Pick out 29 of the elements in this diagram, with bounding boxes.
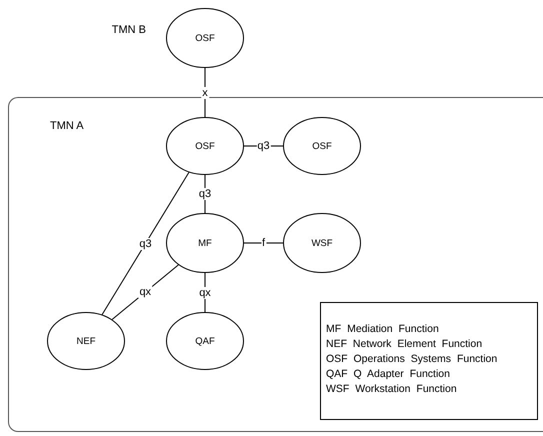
abbreviation-key bbox=[320, 302, 538, 420]
connector-line bbox=[204, 174, 206, 214]
connector-line bbox=[112, 264, 179, 320]
edge-label: q3 bbox=[138, 238, 153, 250]
key-entry: WSF Workstation Function bbox=[326, 382, 458, 397]
network-label: TMN A bbox=[50, 120, 84, 132]
connector-line bbox=[102, 172, 190, 316]
function-abbreviation: WSF bbox=[311, 238, 333, 248]
key-entry: MF Mediation Function bbox=[326, 322, 440, 337]
key-entry: QAF Q Adapter Function bbox=[326, 367, 451, 382]
function-abbreviation: OSF bbox=[195, 140, 215, 152]
network-boundary bbox=[8, 97, 543, 432]
edge-label: qx bbox=[138, 286, 152, 298]
edge-label: qx bbox=[198, 286, 212, 298]
key-entry: OSF Operations Systems Function bbox=[326, 352, 498, 367]
connector-line bbox=[244, 242, 284, 244]
connector-line bbox=[204, 272, 206, 312]
edge-label: x bbox=[201, 86, 209, 98]
key-entry: NEF Network Element Function bbox=[326, 337, 484, 352]
function-abbreviation: MF bbox=[198, 238, 212, 248]
function-abbreviation: OSF bbox=[312, 140, 332, 152]
function-abbreviation: QAF bbox=[195, 336, 215, 346]
function-abbreviation: NEF bbox=[76, 336, 96, 346]
network-label: TMN B bbox=[112, 24, 146, 36]
function-abbreviation: OSF bbox=[195, 32, 215, 44]
edge-label: q3 bbox=[198, 188, 212, 200]
edge-label: f bbox=[260, 237, 266, 249]
connector-line bbox=[204, 68, 206, 118]
edge-label: q3 bbox=[256, 140, 271, 152]
